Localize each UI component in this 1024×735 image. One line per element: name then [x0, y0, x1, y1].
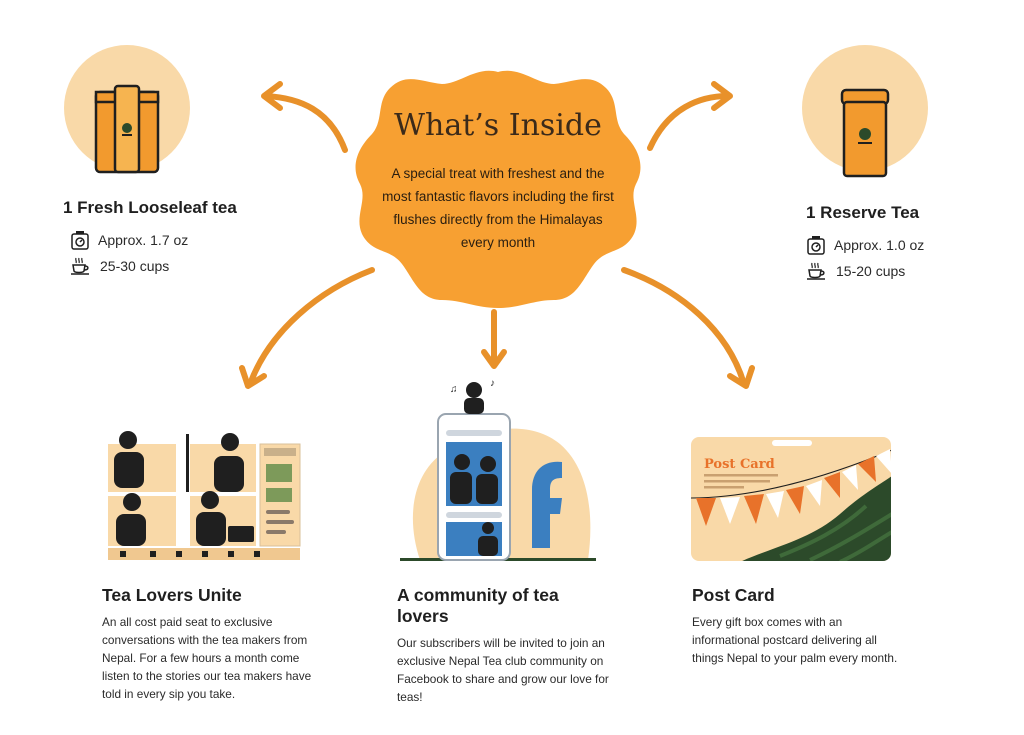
right-product-cups: 15-20 cups: [806, 261, 905, 281]
arrowhead-card-2: [481, 349, 507, 369]
right-product-weight: Approx. 1.0 oz: [806, 235, 924, 255]
arrowhead-right-product: [711, 81, 733, 111]
left-product-cups: 25-30 cups: [70, 256, 169, 276]
right-product-title: 1 Reserve Tea: [806, 203, 920, 222]
card-1-title: Tea Lovers Unite: [102, 585, 242, 605]
postcard-heading: Post Card: [704, 457, 775, 472]
center-badge: [355, 70, 641, 308]
teacup-icon: [807, 262, 825, 280]
arrow-to-left-product: [263, 93, 348, 153]
svg-text:♪: ♪: [490, 378, 495, 389]
card-2-title: A community of tea lovers: [397, 585, 559, 626]
scale-icon: [807, 236, 825, 255]
arrow-to-card-1: [247, 267, 375, 387]
card-1-description: An all cost paid seat to exclusive conve…: [102, 615, 312, 701]
card-2-description: Our subscribers will be invited to join …: [397, 636, 609, 704]
arrowhead-card-3: [727, 365, 755, 389]
left-product-title: 1 Fresh Looseleaf tea: [63, 198, 237, 217]
center-title: What’s Inside: [394, 108, 602, 143]
community-illustration: ♫ ♪: [400, 378, 596, 561]
right-product-cups-text: 15-20 cups: [836, 263, 906, 279]
scale-icon: [71, 231, 89, 250]
teacup-icon: [71, 257, 89, 275]
video-call-illustration: [108, 431, 301, 560]
center-description: A special treat with freshest and the mo…: [382, 166, 614, 250]
left-product-cups-text: 25-30 cups: [100, 258, 170, 274]
tea-tin-icon: [840, 88, 890, 178]
arrow-to-card-3: [621, 267, 747, 387]
right-product-weight-text: Approx. 1.0 oz: [834, 237, 925, 253]
card-3-title: Post Card: [692, 585, 775, 605]
arrow-to-right-product: [647, 93, 731, 151]
card-3-description: Every gift box comes with an information…: [692, 615, 898, 665]
postcard-illustration: Post Card: [691, 437, 891, 561]
left-product-weight-text: Approx. 1.7 oz: [98, 232, 189, 248]
tea-pouch-icon: [94, 84, 160, 174]
left-product-weight: Approx. 1.7 oz: [70, 230, 188, 250]
svg-text:♫: ♫: [450, 384, 458, 395]
arrowhead-card-1: [239, 365, 267, 389]
arrowhead-left-product: [261, 81, 283, 111]
